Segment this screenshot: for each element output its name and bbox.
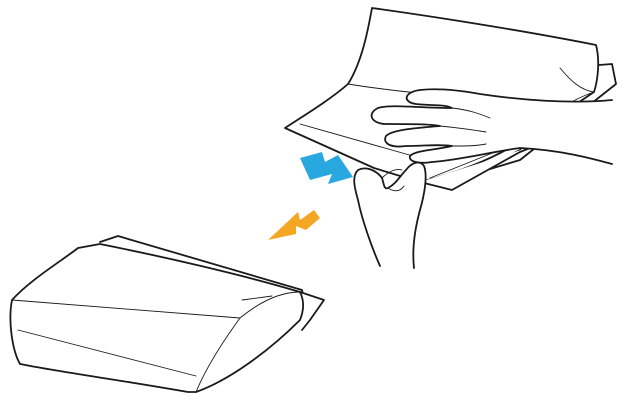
- insert-arrow-icon: [300, 152, 353, 184]
- lower-paper-bag: [10, 236, 324, 392]
- bottom-hand: [354, 163, 425, 268]
- remove-arrow-icon: [268, 210, 320, 240]
